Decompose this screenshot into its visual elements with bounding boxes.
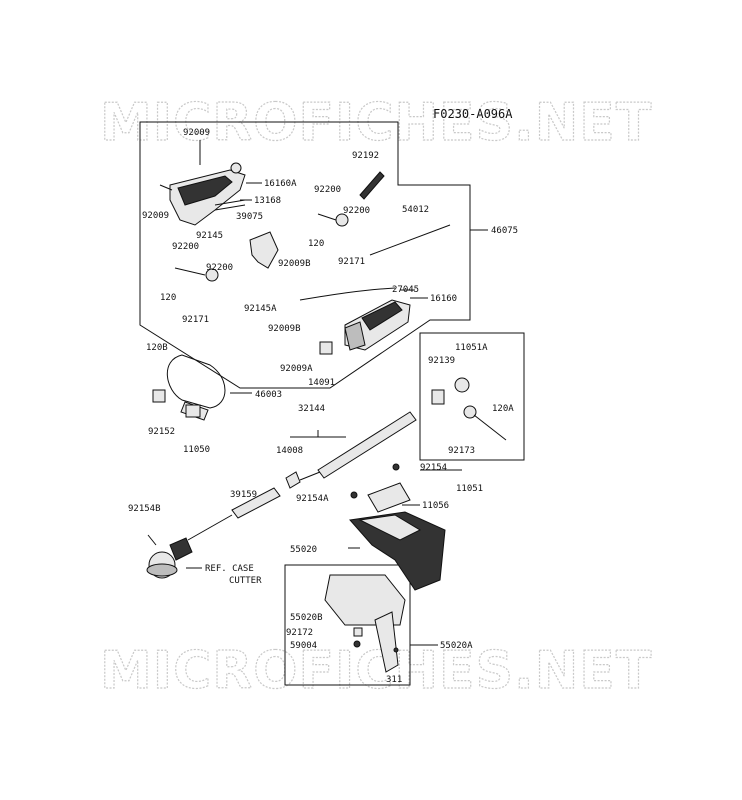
main-shaft-32144: [299, 411, 417, 481]
label-14008: 14008: [276, 446, 303, 456]
label-11051A: 11051A: [455, 343, 488, 353]
label-59004: 59004: [290, 641, 317, 651]
label-16160: 16160: [430, 294, 457, 304]
bolt-92154A: [350, 491, 358, 499]
leader-lines: [186, 182, 488, 646]
label-92192: 92192: [352, 151, 379, 161]
label-16160A: 16160A: [264, 179, 297, 189]
cutter-blade-55020A: [374, 611, 399, 673]
label-92152: 92152: [148, 427, 175, 437]
label-92200-d: 92200: [206, 263, 233, 273]
plate-92172: [353, 627, 363, 637]
label-55020B: 55020B: [290, 613, 323, 623]
label-55020: 55020: [290, 545, 317, 555]
label-cutter: CUTTER: [229, 576, 262, 586]
label-120-a: 120: [308, 239, 324, 249]
lever-39075: [249, 231, 279, 269]
coupling-14008: [285, 471, 301, 489]
throttle-housing-16160A: [169, 162, 246, 226]
label-54012: 54012: [402, 205, 429, 215]
watermark-top: MICROFICHES.NET: [100, 93, 652, 153]
shield-55020B: [324, 574, 406, 626]
label-11051: 11051: [456, 484, 483, 494]
handle-group-outline: [139, 121, 471, 389]
diagram-code: F0230-A096A: [433, 107, 513, 121]
clamp-92173: [463, 405, 477, 419]
label-311: 311: [386, 675, 402, 685]
gear-case-head: [146, 537, 193, 579]
watermark-bottom: MICROFICHES.NET: [100, 641, 652, 701]
drive-shaft-39159: [187, 487, 281, 541]
label-120A: 120A: [492, 404, 514, 414]
throttle-cable-54012: [369, 224, 451, 256]
label-120-b: 120: [160, 293, 176, 303]
screw-120-right: [317, 213, 337, 221]
guard-bracket-11056: [367, 482, 411, 513]
label-14091: 14091: [308, 378, 335, 388]
label-92200-b: 92200: [343, 206, 370, 216]
bracket-11050: [185, 404, 201, 418]
label-92009B-a: 92009B: [278, 259, 311, 269]
grip-spring-92192: [359, 171, 385, 200]
label-92200-c: 92200: [172, 242, 199, 252]
label-92009A: 92009A: [280, 364, 313, 374]
label-ref-case: REF. CASE: [205, 564, 254, 574]
collar-92139: [431, 389, 445, 405]
label-92171-b: 92171: [182, 315, 209, 325]
bolt-92009-left: [159, 184, 173, 191]
screw-59004: [353, 640, 361, 648]
label-46003: 46003: [255, 390, 282, 400]
spring-13168: [214, 199, 246, 211]
label-92171-a: 92171: [338, 257, 365, 267]
spacer-92152: [152, 389, 166, 403]
bolt-92154B: [147, 534, 157, 546]
screw-311: [393, 647, 399, 653]
label-11050: 11050: [183, 445, 210, 455]
rear-grip-16160: [344, 299, 411, 351]
clip-92171-left: [205, 268, 219, 282]
label-32144: 32144: [298, 404, 325, 414]
label-92154: 92154: [420, 463, 447, 473]
label-92200-a: 92200: [314, 185, 341, 195]
label-92154A: 92154A: [296, 494, 329, 504]
label-92172: 92172: [286, 628, 313, 638]
label-39075: 39075: [236, 212, 263, 222]
wire-27045: [299, 287, 396, 301]
clamp-11051A: [454, 377, 470, 393]
label-92145: 92145: [196, 231, 223, 241]
plate-14091: [319, 341, 333, 355]
screw-120-left: [174, 267, 206, 276]
label-92009B-b: 92009B: [268, 324, 301, 334]
label-39159: 39159: [230, 490, 257, 500]
label-120B: 120B: [146, 343, 168, 353]
label-13168: 13168: [254, 196, 281, 206]
bolt-92154: [392, 463, 400, 471]
label-92009-top: 92009: [183, 128, 210, 138]
label-92145A: 92145A: [244, 304, 277, 314]
label-11056: 11056: [422, 501, 449, 511]
label-92009-left: 92009: [142, 211, 169, 221]
label-92154B: 92154B: [128, 504, 161, 514]
label-55020A: 55020A: [440, 641, 473, 651]
label-92139: 92139: [428, 356, 455, 366]
label-92173: 92173: [448, 446, 475, 456]
bolt-120A: [473, 414, 507, 441]
label-27045: 27045: [392, 285, 419, 295]
guard-55020: [349, 511, 446, 591]
clamp-group-outline: [419, 332, 525, 461]
label-46075: 46075: [491, 226, 518, 236]
guard-group-outline: [284, 564, 411, 686]
